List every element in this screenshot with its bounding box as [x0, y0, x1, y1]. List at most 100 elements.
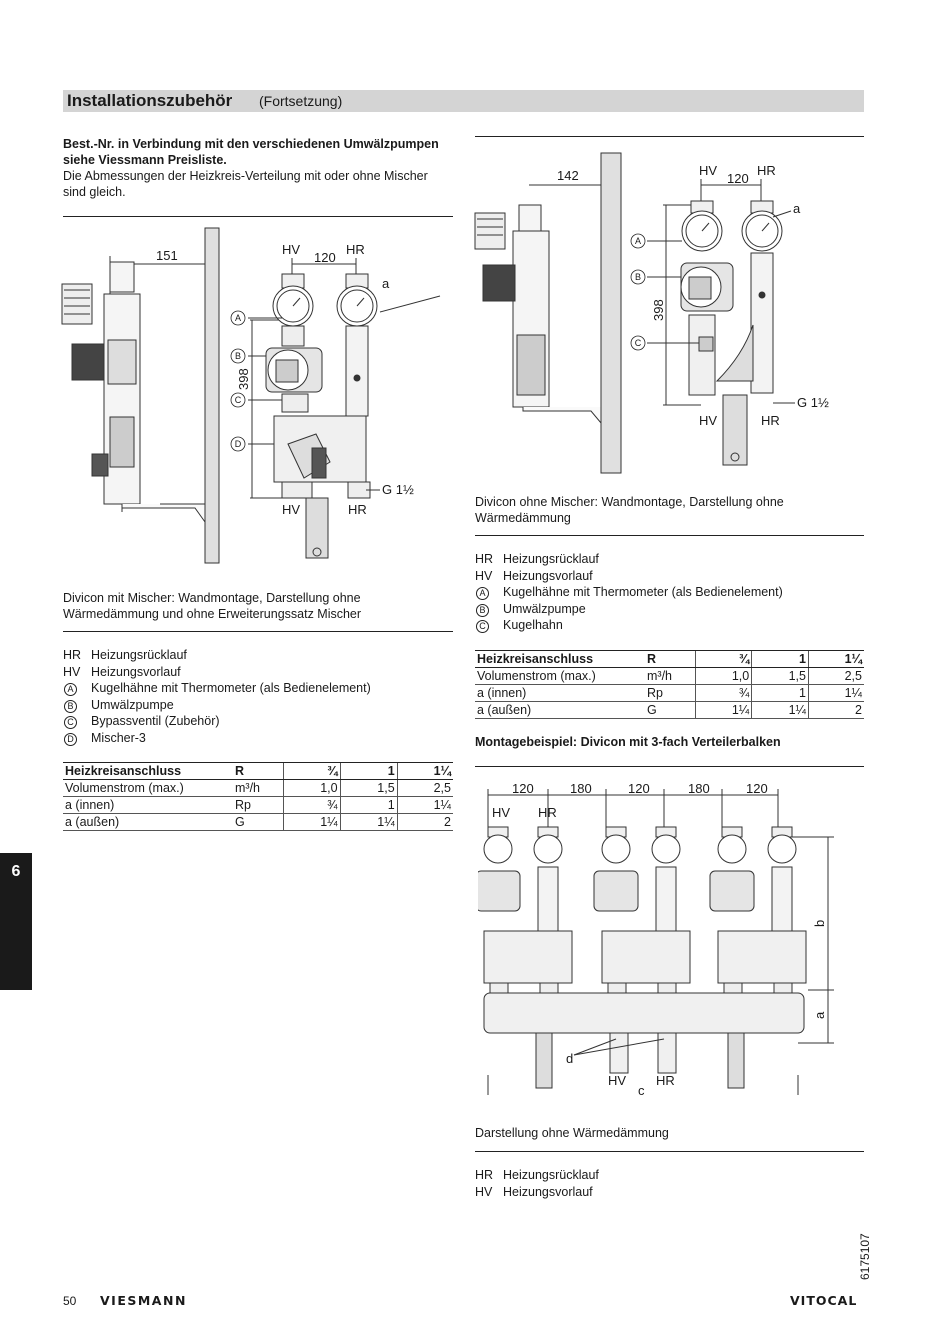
label-b: b [812, 920, 827, 927]
pump-icon [593, 870, 639, 912]
dim-2: 180 [570, 781, 592, 796]
dim-398: 398 [236, 368, 251, 390]
chapter-tab: 6 [0, 853, 32, 990]
label-a: a [382, 276, 390, 291]
intro-text: Best.-Nr. in Verbindung mit den verschie… [63, 136, 453, 200]
label-d: d [566, 1051, 573, 1066]
return-pipe [771, 866, 793, 932]
divider [63, 216, 453, 217]
label-hr-bottom: HR [656, 1073, 675, 1088]
thermometer-icon [483, 834, 513, 864]
divider [63, 631, 453, 632]
label-g: G 1½ [797, 395, 829, 410]
flow-connector [489, 982, 509, 994]
dim-1: 120 [512, 781, 534, 796]
divider [475, 535, 864, 536]
mixer-icon [717, 930, 807, 984]
mixer-icon [483, 930, 573, 984]
section-title-bar: Installationszubehör (Fortsetzung) [63, 90, 864, 112]
label-hr-bottom: HR [761, 413, 780, 428]
thermometer-icon [601, 834, 631, 864]
label-a: a [793, 201, 801, 216]
dim-4: 180 [688, 781, 710, 796]
return-connector [539, 982, 559, 994]
return-connector [657, 982, 677, 994]
divider [475, 136, 864, 137]
dim-398: 398 [651, 299, 666, 321]
brand-name: VITOCAL [790, 1293, 858, 1308]
thermometer-icon [717, 834, 747, 864]
label-hr-bottom: HR [348, 502, 367, 517]
viessmann-logo: VIESMANN [100, 1293, 187, 1308]
label-hv: HV [492, 805, 510, 820]
callout-b: B [635, 272, 641, 282]
figure-caption: Darstellung ohne Wärmedämmung [475, 1126, 669, 1140]
dim-142: 142 [557, 168, 579, 183]
thermometer-icon [651, 834, 681, 864]
return-pipe [537, 866, 559, 932]
label-g: G 1½ [382, 482, 414, 497]
document-number: 6175107 [858, 1233, 872, 1280]
montage-title: Montagebeispiel: Divicon mit 3-fach Vert… [475, 735, 781, 749]
label-hr: HR [757, 163, 776, 178]
dim-151: 151 [156, 248, 178, 263]
figure-divicon-mit-mischer: 151 HV 120 HR a 398 G 1½ HV HR A B C D [61, 227, 441, 564]
label-hr: HR [538, 805, 557, 820]
intro-body: Die Abmessungen der Heizkreis-Verteilung… [63, 169, 428, 199]
divider [475, 1151, 864, 1152]
mixer-icon [601, 930, 691, 984]
callout-c: C [235, 395, 242, 405]
label-c: c [638, 1083, 645, 1098]
figure-caption: Divicon ohne Mischer: Wandmontage, Darst… [475, 495, 784, 525]
section-subtitle: (Fortsetzung) [259, 93, 343, 109]
flow-connector [607, 982, 627, 994]
dim-120: 120 [727, 171, 749, 186]
label-hv-bottom: HV [282, 502, 300, 517]
label-hv: HV [282, 242, 300, 257]
callout-c: C [635, 338, 642, 348]
figure-divicon-ohne-mischer: 142 HV 120 HR a 398 G 1½ HV HR A B C [474, 152, 829, 474]
label-hv-bottom: HV [699, 413, 717, 428]
page-number: 50 [63, 1294, 77, 1308]
dim-3: 120 [628, 781, 650, 796]
divider [475, 766, 864, 767]
pump-icon [478, 870, 521, 912]
callout-a: A [635, 236, 641, 246]
thermometer-icon [767, 834, 797, 864]
section-title: Installationszubehör [67, 91, 233, 110]
flow-connector [723, 982, 743, 994]
return-pipe [655, 866, 677, 932]
pump-icon [709, 870, 755, 912]
intro-bold: Best.-Nr. in Verbindung mit den verschie… [63, 137, 439, 167]
figure-caption: Divicon mit Mischer: Wandmontage, Darste… [63, 591, 362, 621]
dim-5: 120 [746, 781, 768, 796]
callout-b: B [235, 351, 241, 361]
label-hv-bottom: HV [608, 1073, 626, 1088]
label-a: a [812, 1011, 827, 1019]
